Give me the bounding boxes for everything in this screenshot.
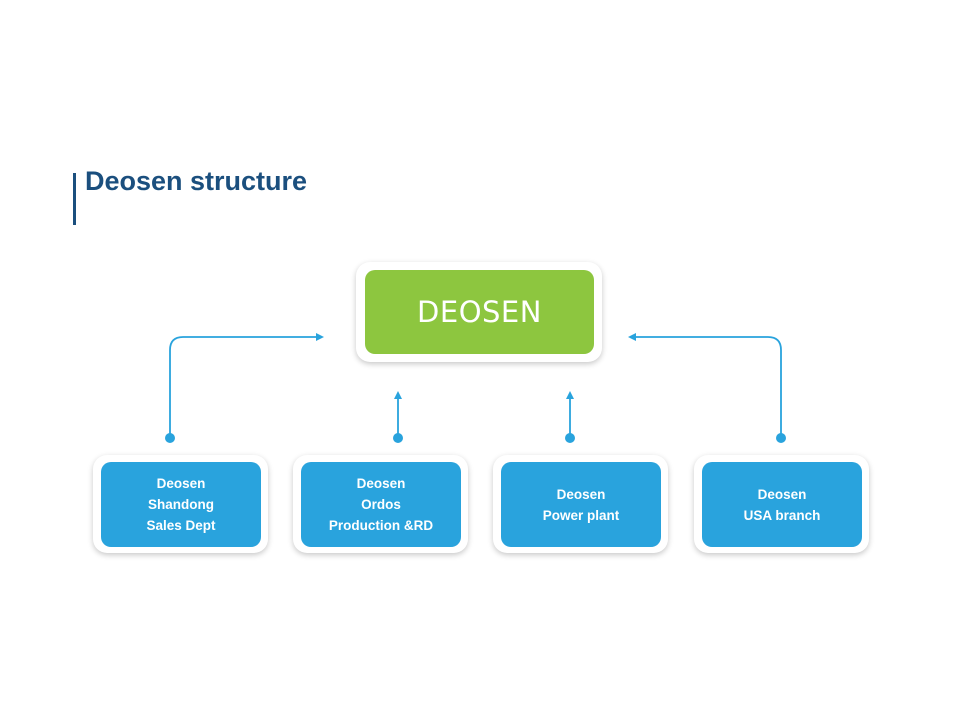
slide-title: Deosen structure [85,166,308,196]
connector-dot-ordos [393,433,403,443]
child-node-line: Ordos [361,497,401,512]
child-node-line: Production &RD [328,518,434,533]
child-node-shandong[interactable]: Deosen Shandong Sales Dept [101,462,261,547]
connector-dot-power-plant [565,433,575,443]
child-node-line: Shandong [148,497,214,512]
child-node-line: Power plant [542,507,620,523]
root-node[interactable]: DEOSEN [365,270,594,354]
child-node-line: Deosen [356,476,406,491]
child-node-line: Sales Dept [146,518,216,533]
child-node-line: Deosen [556,486,606,502]
connector-dot-shandong [165,433,175,443]
child-node-line: Deosen [156,476,206,491]
connector-dot-usa [776,433,786,443]
child-node-line: USA branch [743,507,821,523]
root-node-label: DEOSEN [417,295,542,329]
child-node-line: Deosen [757,486,807,502]
child-node-power-plant[interactable]: Deosen Power plant [501,462,661,547]
child-node-ordos[interactable]: Deosen Ordos Production &RD [301,462,461,547]
title-accent-bar [73,173,76,225]
connector-usa [628,333,782,438]
connector-shandong [169,333,324,438]
child-node-usa-branch[interactable]: Deosen USA branch [702,462,862,547]
